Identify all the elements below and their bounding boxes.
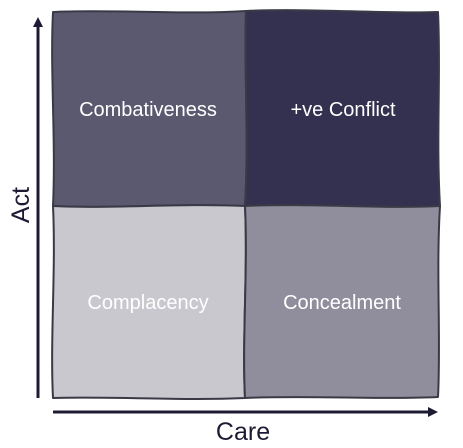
quadrant-label-combativeness: Combativeness	[79, 99, 217, 121]
x-axis-label: Care	[216, 418, 270, 446]
y-axis-label: Act	[7, 187, 35, 223]
quadrant-label-positive-conflict: +ve Conflict	[290, 99, 395, 121]
quadrant-bottom-right	[243, 204, 441, 399]
quadrant-label-concealment: Concealment	[283, 292, 401, 314]
quadrant-label-complacency: Complacency	[87, 292, 208, 314]
